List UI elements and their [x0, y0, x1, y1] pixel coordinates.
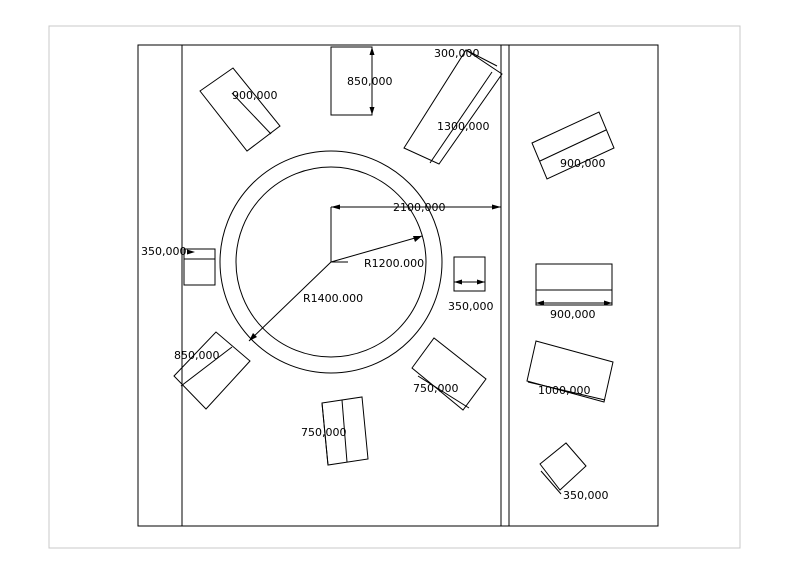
table-left-lower [173, 331, 251, 410]
dim-1300-label: 1300,000 [437, 120, 490, 133]
outer-circle [219, 150, 443, 374]
table-right-small [539, 442, 587, 491]
dim-900-topleft-label: 900,000 [232, 89, 278, 102]
table-top-right [403, 49, 503, 165]
table-top-right-dim-300 [465, 49, 498, 67]
table-top-center-arrow-a [369, 47, 375, 55]
radius-1400-arrow [249, 333, 257, 341]
table-mid-small [453, 256, 486, 292]
table-right-top [531, 111, 615, 180]
table-left-lower-dim [180, 346, 233, 387]
sheet-border [48, 25, 741, 549]
table-top-center-arrow-b [369, 107, 375, 115]
table-mid-small-arrow-b [477, 279, 485, 285]
table-top-left-dim [231, 92, 272, 135]
radius-1200-line [330, 235, 423, 263]
radius-1400-line [248, 261, 332, 342]
dim-1000-label: 1000,000 [538, 384, 591, 397]
table-right-1000-dim [527, 381, 606, 401]
table-right-lower-dim [417, 375, 470, 409]
table-top-right-dim-1300 [429, 71, 493, 164]
dim-750-right-label: 750,000 [413, 382, 459, 395]
inner-circle [235, 166, 427, 358]
floor-outline [137, 44, 659, 527]
table-right-top-divider [539, 129, 607, 162]
table-left-small-arrow [187, 249, 195, 255]
dim-350-bottom-label: 350,000 [563, 489, 609, 502]
dim-350-left-label: 350,000 [141, 245, 187, 258]
table-bottom-divider [341, 399, 348, 463]
table-right-mid [535, 263, 613, 306]
table-mid-small-arrow-a [454, 279, 462, 285]
dim-350-mid-label: 350,000 [448, 300, 494, 313]
table-top-left [199, 67, 281, 152]
table-right-mid-arrow-a [536, 300, 544, 306]
radius-1200-arrow [413, 236, 422, 242]
radius-1200-label: R1200.000 [364, 257, 424, 270]
dim-850-left-label: 850,000 [174, 349, 220, 362]
table-left-small [183, 248, 216, 286]
dim-900-right-top-label: 900,000 [560, 157, 606, 170]
dim-300-label: 300,000 [434, 47, 480, 60]
dim-2100-label: 2100,000 [393, 201, 446, 214]
dim-2100-arrow-right [492, 204, 501, 210]
dim-850-top-label: 850,000 [347, 75, 393, 88]
dim-2100-arrow-left [331, 204, 340, 210]
dim-750-bottom-label: 750,000 [301, 426, 347, 439]
radius-1400-label: R1400.000 [303, 292, 363, 305]
table-right-small-dim [540, 470, 562, 495]
table-right-mid-arrow-b [604, 300, 612, 306]
table-right-lower [411, 337, 487, 411]
dim-900-right-mid-label: 900,000 [550, 308, 596, 321]
table-bottom-dim [321, 402, 329, 466]
table-right-1000 [526, 340, 614, 403]
